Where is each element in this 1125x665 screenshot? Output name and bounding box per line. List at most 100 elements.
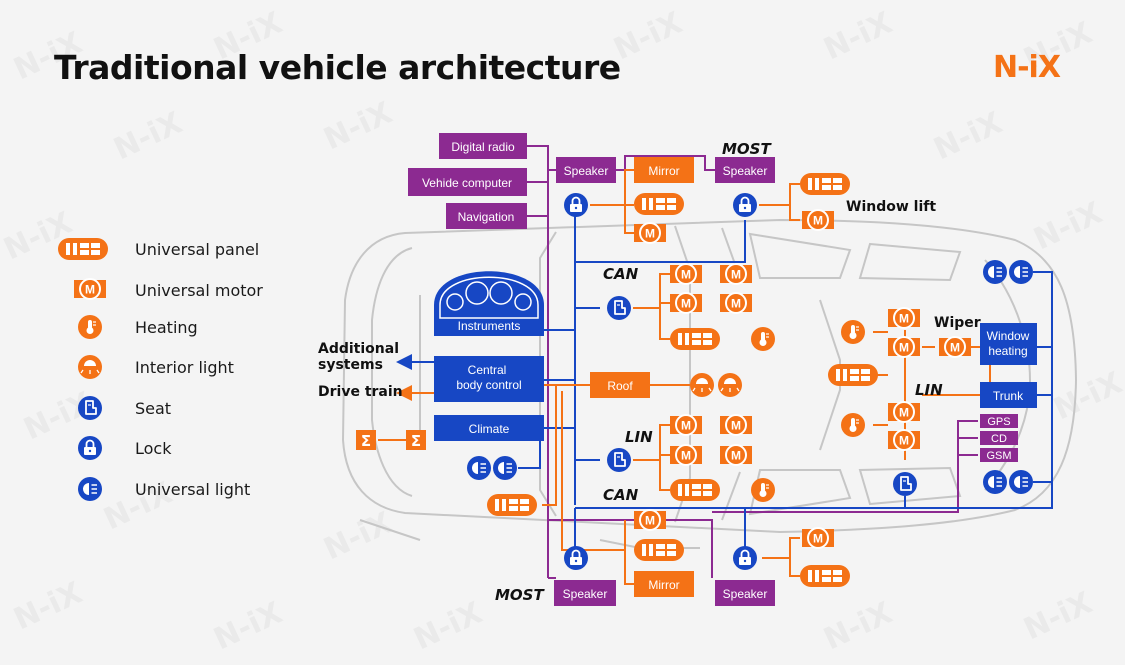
legend-label-seat: Seat bbox=[135, 399, 172, 418]
additional-systems-label-2: systems bbox=[318, 357, 383, 373]
svg-text:GPS: GPS bbox=[987, 416, 1010, 428]
svg-text:Central: Central bbox=[468, 363, 507, 377]
n-ix-logo: N-iX bbox=[993, 50, 1061, 85]
speaker-box-bottom-right: Speaker bbox=[715, 580, 775, 606]
lin-label-right: LIN bbox=[915, 381, 943, 399]
central-body-control-box: Central body control bbox=[434, 356, 544, 402]
vehicle-computer-box: Vehide computer bbox=[408, 168, 527, 196]
wiper-label: Wiper bbox=[934, 315, 981, 331]
roof-box: Roof bbox=[590, 372, 650, 398]
universal-motor-icon bbox=[73, 278, 107, 300]
lock-icon bbox=[77, 435, 103, 461]
speaker-box-top-right: Speaker bbox=[715, 157, 775, 183]
gps-box: GPS bbox=[980, 414, 1018, 428]
seat-icon bbox=[606, 447, 632, 473]
mirror-box-top: Mirror bbox=[634, 157, 694, 183]
can-bus-lines bbox=[518, 206, 1053, 550]
watermark: N-iX bbox=[819, 596, 898, 658]
universal-motor-icon bbox=[719, 263, 753, 285]
legend-label-universal-panel: Universal panel bbox=[135, 240, 260, 259]
universal-light-icon bbox=[492, 455, 518, 481]
legend-icons bbox=[58, 238, 108, 502]
most-label-bottom: MOST bbox=[495, 586, 545, 604]
watermark: N-iX bbox=[319, 506, 398, 568]
navigation-box: Navigation bbox=[446, 203, 527, 229]
watermark: N-iX bbox=[319, 96, 398, 158]
lock-icon bbox=[732, 545, 758, 571]
legend-label-universal-light: Universal light bbox=[135, 480, 251, 499]
svg-text:Mirror: Mirror bbox=[648, 578, 679, 592]
legend-label-interior-light: Interior light bbox=[135, 358, 234, 377]
interior-light-icon bbox=[689, 372, 715, 398]
sigma-module-icon bbox=[406, 430, 426, 450]
svg-text:CD: CD bbox=[991, 433, 1007, 445]
universal-motor-icon bbox=[938, 336, 972, 358]
heating-icon bbox=[750, 477, 776, 503]
seat-icon bbox=[606, 295, 632, 321]
speaker-box-top-left: Speaker bbox=[556, 157, 616, 183]
lock-icon bbox=[563, 545, 589, 571]
svg-text:Instruments: Instruments bbox=[458, 319, 521, 333]
svg-text:body control: body control bbox=[456, 378, 521, 392]
svg-text:Mirror: Mirror bbox=[648, 164, 679, 178]
universal-light-icon bbox=[1008, 259, 1034, 285]
svg-text:GSM: GSM bbox=[986, 450, 1011, 462]
universal-panel-icon bbox=[670, 479, 720, 501]
watermark: N-iX bbox=[929, 106, 1008, 168]
svg-text:Roof: Roof bbox=[607, 379, 633, 393]
svg-text:Speaker: Speaker bbox=[723, 164, 768, 178]
heating-icon bbox=[77, 314, 103, 340]
universal-panel-icon bbox=[670, 328, 720, 350]
universal-panel-icon bbox=[800, 173, 850, 195]
mirror-box-bottom: Mirror bbox=[634, 571, 694, 597]
universal-motor-icon bbox=[887, 401, 921, 423]
can-label-bottom: CAN bbox=[603, 486, 639, 504]
watermark: N-iX bbox=[1019, 586, 1098, 648]
most-label-top: MOST bbox=[722, 140, 772, 158]
universal-panel-icon bbox=[58, 238, 108, 260]
window-heating-box: Window heating bbox=[980, 323, 1037, 365]
svg-text:Climate: Climate bbox=[469, 422, 510, 436]
universal-panel-icon bbox=[800, 565, 850, 587]
gsm-box: GSM bbox=[980, 448, 1018, 462]
universal-panel-icon bbox=[828, 364, 878, 386]
legend-label-heating: Heating bbox=[135, 318, 198, 337]
window-lift-label: Window lift bbox=[846, 199, 936, 215]
universal-motor-icon bbox=[669, 292, 703, 314]
universal-panel-icon bbox=[634, 193, 684, 215]
universal-motor-icon bbox=[801, 527, 835, 549]
can-label-top: CAN bbox=[603, 265, 639, 283]
svg-text:Speaker: Speaker bbox=[564, 164, 609, 178]
instruments-box: Instruments bbox=[434, 271, 544, 336]
speaker-box-bottom-left: Speaker bbox=[554, 580, 616, 606]
watermark: N-iX bbox=[1029, 196, 1108, 258]
universal-motor-icon bbox=[719, 292, 753, 314]
universal-motor-icon bbox=[887, 429, 921, 451]
svg-text:Speaker: Speaker bbox=[723, 587, 768, 601]
watermark: N-iX bbox=[1049, 366, 1125, 428]
universal-motor-icon bbox=[669, 414, 703, 436]
svg-text:Trunk: Trunk bbox=[993, 389, 1024, 403]
most-bus-lines bbox=[527, 145, 978, 579]
legend-label-lock: Lock bbox=[135, 439, 172, 458]
interior-light-icon bbox=[717, 372, 743, 398]
page-title: Traditional vehicle architecture bbox=[54, 48, 621, 87]
trunk-box: Trunk bbox=[980, 382, 1037, 408]
universal-motor-icon bbox=[719, 414, 753, 436]
svg-text:heating: heating bbox=[988, 344, 1027, 358]
additional-systems-label: Additional bbox=[318, 341, 399, 357]
watermark: N-iX bbox=[9, 576, 88, 638]
interior-light-icon bbox=[77, 354, 103, 380]
legend-label-universal-motor: Universal motor bbox=[135, 281, 263, 300]
lock-icon bbox=[732, 192, 758, 218]
heating-icon bbox=[750, 326, 776, 352]
universal-motor-icon bbox=[887, 307, 921, 329]
watermark: N-iX bbox=[409, 596, 488, 658]
universal-light-icon bbox=[1008, 469, 1034, 495]
universal-light-icon bbox=[982, 469, 1008, 495]
cd-box: CD bbox=[980, 431, 1018, 445]
climate-box: Climate bbox=[434, 415, 544, 441]
heating-icon bbox=[840, 412, 866, 438]
watermark: N-iX bbox=[819, 6, 898, 68]
